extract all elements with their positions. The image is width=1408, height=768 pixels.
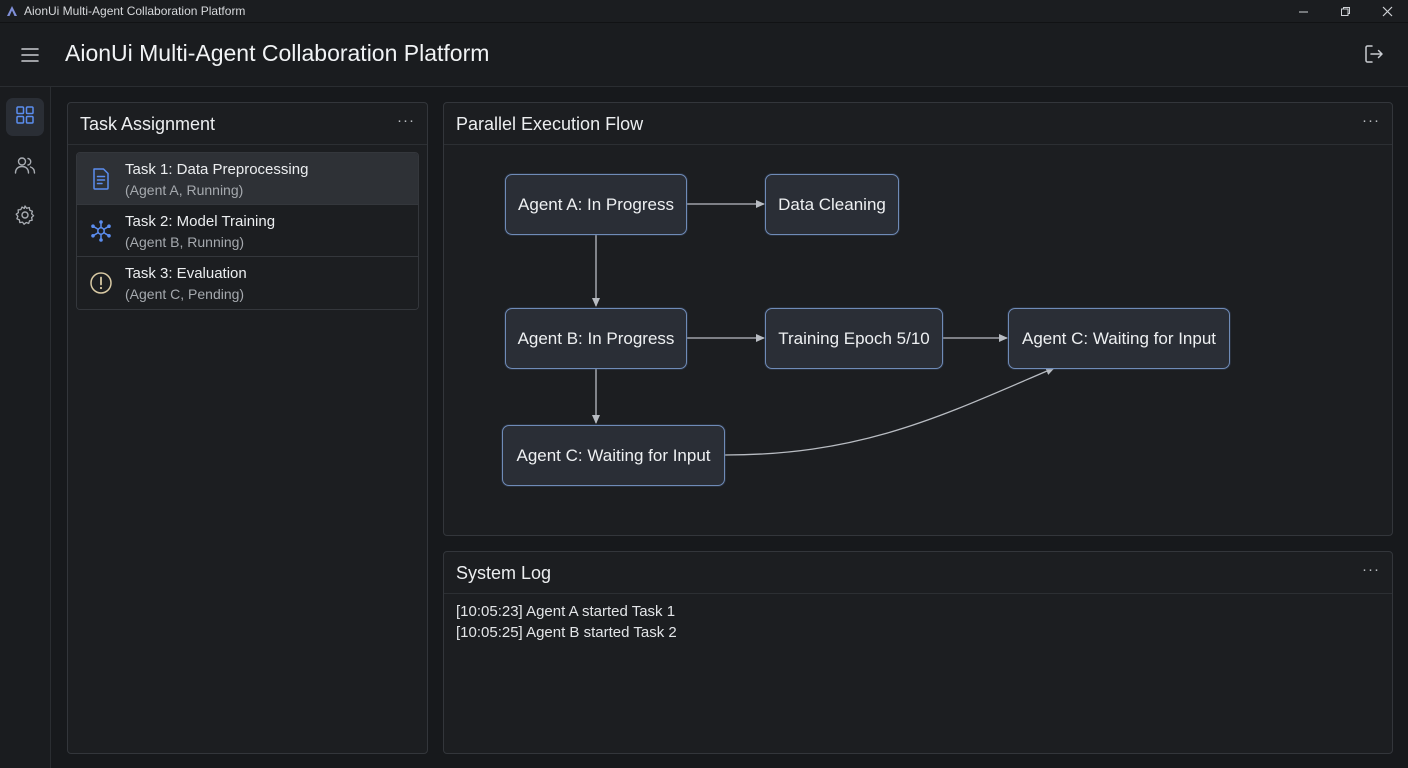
task-status: (Agent A, Running) (125, 182, 244, 198)
system-log-panel: System Log ··· [10:05:23] Agent A starte… (443, 551, 1393, 754)
list-item-task-2[interactable]: Task 2: Model Training (Agent B, Running… (77, 205, 418, 257)
alert-icon (89, 271, 113, 295)
list-item-task-3[interactable]: Task 3: Evaluation (Agent C, Pending) (77, 257, 418, 309)
more-options-icon[interactable]: ··· (1362, 112, 1380, 129)
panel-header: Parallel Execution Flow ··· (444, 103, 1392, 145)
users-icon (14, 155, 36, 180)
list-item-task-1[interactable]: Task 1: Data Preprocessing (Agent A, Run… (77, 153, 418, 205)
sidebar (0, 87, 51, 768)
flow-node-agent-a[interactable]: Agent A: In Progress (505, 174, 687, 235)
sidebar-item-agents[interactable] (6, 148, 44, 186)
task-status: (Agent C, Pending) (125, 286, 245, 302)
flow-node-training-epoch[interactable]: Training Epoch 5/10 (765, 308, 943, 369)
sidebar-item-dashboard[interactable] (6, 98, 44, 136)
task-name: Task 1: Data Preprocessing (125, 161, 309, 178)
flow-panel-title: Parallel Execution Flow (456, 114, 644, 134)
more-options-icon[interactable]: ··· (397, 112, 415, 129)
network-icon (89, 219, 113, 243)
task-assignment-panel: Task Assignment ··· Task 1: Data Preproc… (67, 102, 428, 754)
flow-node-agent-b[interactable]: Agent B: In Progress (505, 308, 687, 369)
log-line: [10:05:25] Agent B started Task 2 (456, 624, 677, 641)
flow-connectors (592, 200, 1055, 456)
window-controls (1282, 0, 1408, 23)
gear-icon (14, 204, 36, 231)
edge-agent-c-to-agent-c (724, 367, 1055, 456)
logout-icon[interactable] (1362, 42, 1386, 66)
log-lines: [10:05:23] Agent A started Task 1 [10:05… (456, 601, 677, 643)
log-line: [10:05:23] Agent A started Task 1 (456, 603, 676, 620)
app-header: AionUi Multi-Agent Collaboration Platfor… (0, 23, 1408, 87)
grid-icon (15, 105, 35, 130)
document-icon (89, 167, 113, 191)
minimize-button[interactable] (1282, 0, 1324, 23)
flow-node-data-cleaning[interactable]: Data Cleaning (765, 174, 899, 235)
app-logo-icon (5, 4, 19, 18)
more-options-icon[interactable]: ··· (1362, 561, 1380, 578)
panel-header: System Log ··· (444, 552, 1392, 594)
window-title: AionUi Multi-Agent Collaboration Platfor… (24, 4, 246, 18)
log-panel-title: System Log (456, 563, 552, 583)
execution-flow-panel: Parallel Execution Flow ··· Agent A: In … (443, 102, 1393, 536)
task-name: Task 2: Model Training (125, 213, 276, 230)
flow-node-agent-c-waiting[interactable]: Agent C: Waiting for Input (502, 425, 725, 486)
panel-header: Task Assignment ··· (68, 103, 427, 145)
task-status: (Agent B, Running) (125, 234, 245, 250)
restore-button[interactable] (1324, 0, 1366, 23)
task-panel-title: Task Assignment (80, 114, 216, 134)
task-name: Task 3: Evaluation (125, 265, 247, 282)
sidebar-item-settings[interactable] (6, 198, 44, 236)
task-list: Task 1: Data Preprocessing (Agent A, Run… (76, 152, 419, 310)
hamburger-icon[interactable] (18, 43, 42, 67)
close-button[interactable] (1366, 0, 1408, 23)
window-titlebar: AionUi Multi-Agent Collaboration Platfor… (0, 0, 1408, 23)
flow-node-agent-c-waiting[interactable]: Agent C: Waiting for Input (1008, 308, 1230, 369)
page-title: AionUi Multi-Agent Collaboration Platfor… (65, 40, 490, 66)
